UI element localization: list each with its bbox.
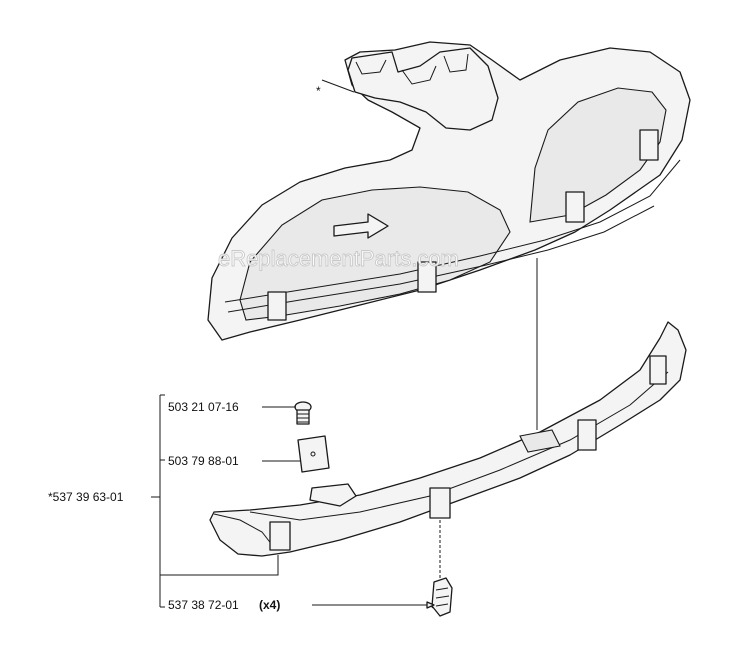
part-quantity-label: (x4) [259,598,280,612]
guard-extension [209,321,687,557]
callout-bracket [151,394,279,608]
part-number-label: *537 39 63-01 [48,490,124,504]
part-number-label: 503 21 07-16 [168,400,239,414]
screw-part [294,401,312,425]
leader-arrowhead [426,601,435,609]
asterisk-mark: * [316,84,321,98]
part-number-label: 537 38 72-01 [168,598,239,612]
plate-part [297,435,330,473]
upper-guard-shield [207,41,691,341]
watermark-text: eReplacementParts.com [218,246,459,271]
leader-line [312,604,434,609]
retainer-clip-part [431,520,453,617]
part-number-label: 503 79 88-01 [168,454,239,468]
